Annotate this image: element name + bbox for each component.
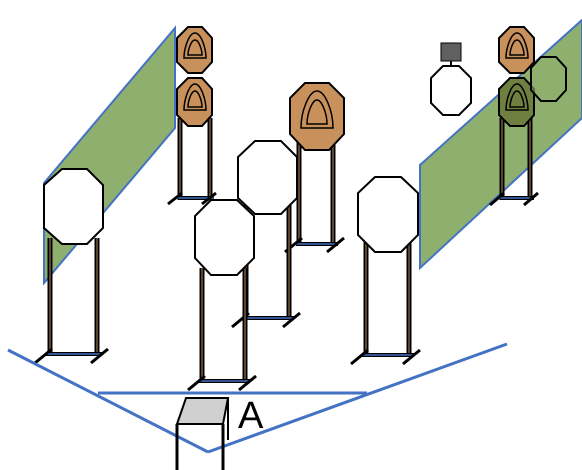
start-box-a [175,397,230,470]
stand-front-center [187,268,257,392]
no-shoot-target-left [43,168,104,245]
paper-target-5 [289,82,345,151]
paper-target-2 [176,77,213,127]
paper-target-1 [176,26,213,74]
paper-target-3 [498,26,535,74]
steel-plate-target [430,42,472,116]
stand-center-back [284,140,345,254]
stand-right [350,238,421,366]
stand-back-left [167,118,217,206]
no-shoot-target-center [237,140,298,215]
no-shoot-target-behind-barrier [530,56,567,102]
stand-back-right [489,118,539,207]
fault-lines [7,342,508,454]
stand-left [34,238,109,365]
no-shoot-target-front-center [194,199,255,276]
stand-base [167,191,217,206]
no-shoot-target-right [357,176,419,253]
start-position-label: A [238,395,264,437]
paper-target-4 [498,77,535,127]
